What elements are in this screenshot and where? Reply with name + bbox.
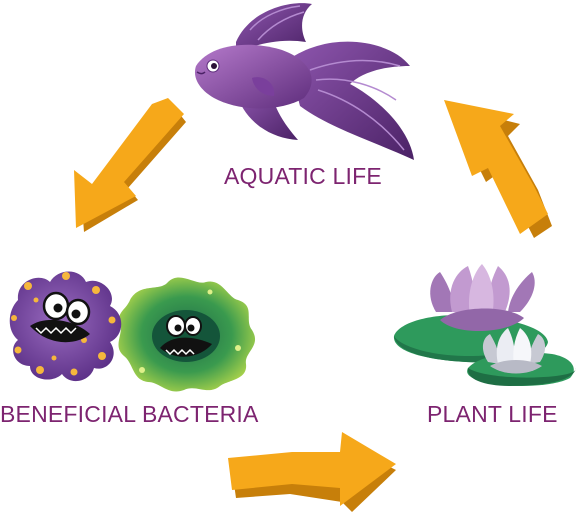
water-lily-icon (393, 264, 576, 386)
node-label-aquatic-life: AQUATIC LIFE (224, 163, 382, 189)
bacteria-icon (9, 271, 256, 392)
node-label-beneficial-bacteria: BENEFICIAL BACTERIA (0, 401, 259, 427)
arrow-bacteria-to-plant (228, 432, 396, 512)
betta-fish-icon (194, 3, 414, 160)
arrow-plant-to-aquatic (444, 100, 552, 238)
node-label-plant-life: PLANT LIFE (427, 401, 558, 427)
arrow-aquatic-to-bacteria (74, 98, 186, 232)
